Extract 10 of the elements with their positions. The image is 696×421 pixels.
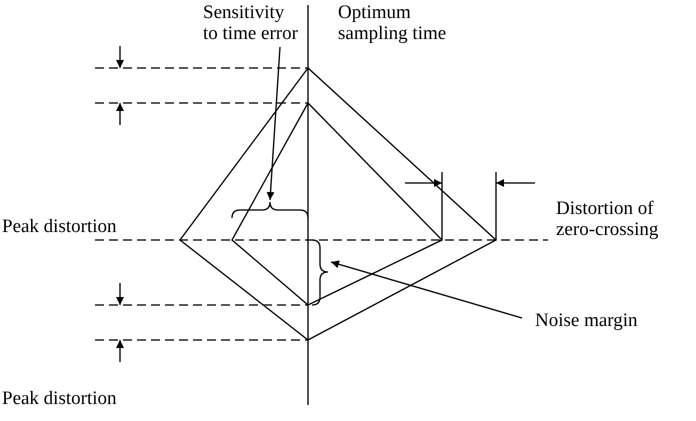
annotation-text: Distortion of zero-crossing xyxy=(556,198,660,240)
annotation-text: Peak distortion xyxy=(2,216,118,237)
callout-text: Sensitivity to time error xyxy=(203,2,303,44)
brace xyxy=(312,239,329,306)
annotation-text: Peak distortion xyxy=(2,388,118,409)
annotation-text: Optimum sampling time xyxy=(338,2,448,44)
callout-text: Noise margin xyxy=(535,310,655,331)
leader-line xyxy=(266,46,281,200)
leader-line xyxy=(330,260,522,319)
brace xyxy=(231,201,309,218)
